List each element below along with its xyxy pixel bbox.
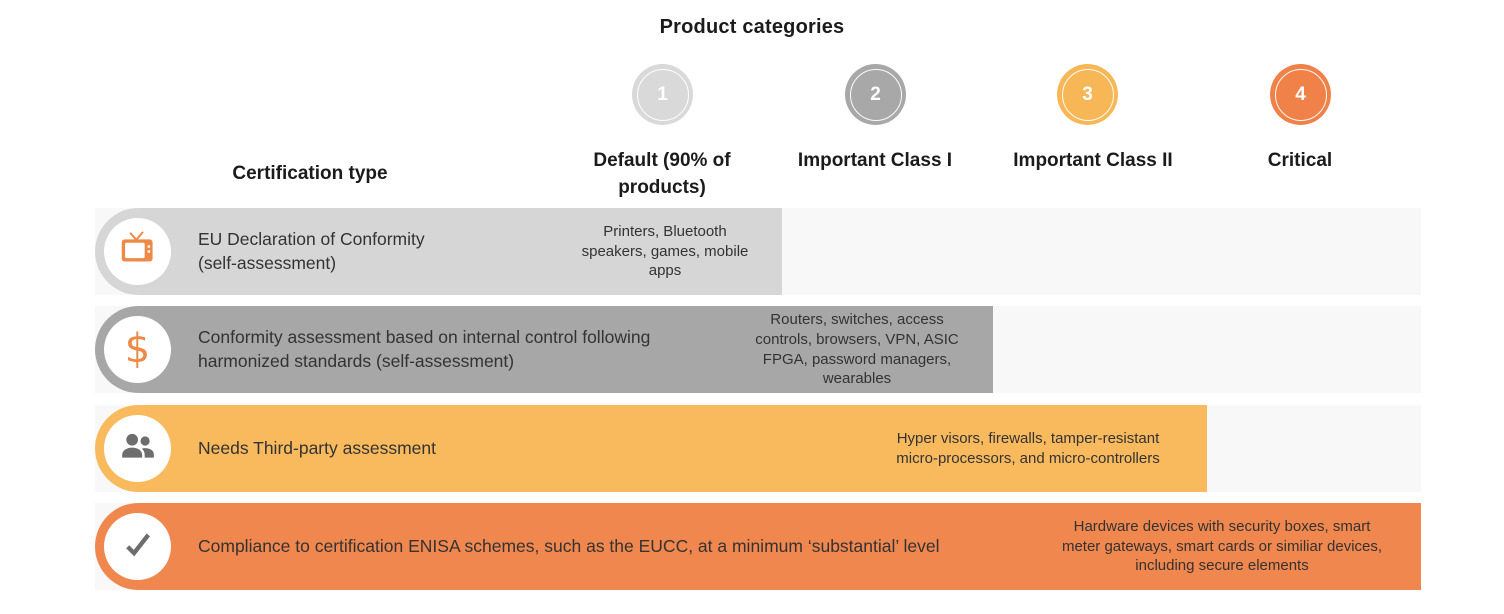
certification-label: Conformity assessment based on internal … bbox=[198, 326, 651, 371]
page-title: Product categories bbox=[659, 16, 845, 38]
certification-type-header: Certification type bbox=[232, 163, 388, 184]
row-icon-badge bbox=[104, 415, 171, 482]
category-circle-2: 2 bbox=[845, 64, 906, 125]
table-row-eu-declaration: EU Declaration of Conformity (self-asses… bbox=[95, 208, 1421, 295]
row-icon-badge bbox=[104, 513, 171, 580]
certification-label: Compliance to certification ENISA scheme… bbox=[198, 535, 940, 556]
category-circle-3: 3 bbox=[1057, 64, 1118, 125]
column-header-critical: Critical bbox=[1267, 150, 1333, 171]
column-header-default: Default (90% of products) bbox=[593, 150, 731, 198]
row-icon-badge bbox=[104, 218, 171, 285]
row-icon-badge: $ bbox=[104, 316, 171, 383]
column-header-important-class-2: Important Class II bbox=[1013, 150, 1173, 171]
category-number: 2 bbox=[870, 83, 881, 105]
table-row-enisa-certification: Compliance to certification ENISA scheme… bbox=[95, 503, 1421, 590]
row-bar bbox=[95, 306, 993, 393]
category-circle-4: 4 bbox=[1270, 64, 1331, 125]
products-label: Printers, Bluetooth speakers, games, mob… bbox=[581, 222, 749, 280]
category-circle-1: 1 bbox=[632, 64, 693, 125]
products-label: Routers, switches, access controls, brow… bbox=[755, 310, 959, 388]
dollar-icon: $ bbox=[124, 325, 151, 372]
products-label: Hardware devices with security boxes, sm… bbox=[1061, 517, 1383, 575]
category-number: 4 bbox=[1295, 83, 1306, 105]
category-number: 3 bbox=[1082, 83, 1093, 105]
certification-label: Needs Third-party assessment bbox=[198, 437, 436, 458]
check-icon bbox=[119, 525, 157, 568]
table-row-internal-control: $ Conformity assessment based on interna… bbox=[95, 306, 1421, 393]
certification-label: EU Declaration of Conformity (self-asses… bbox=[198, 228, 425, 273]
category-number: 1 bbox=[657, 83, 668, 105]
column-header-important-class-1: Important Class I bbox=[797, 150, 953, 171]
row-bar bbox=[95, 208, 782, 295]
products-label: Hyper visors, firewalls, tamper-resistan… bbox=[896, 429, 1160, 467]
row-bar bbox=[95, 405, 1207, 492]
people-icon bbox=[118, 426, 158, 471]
tv-icon bbox=[118, 229, 158, 274]
table-row-third-party: Needs Third-party assessment Hyper visor… bbox=[95, 405, 1421, 492]
row-bar bbox=[95, 503, 1421, 590]
